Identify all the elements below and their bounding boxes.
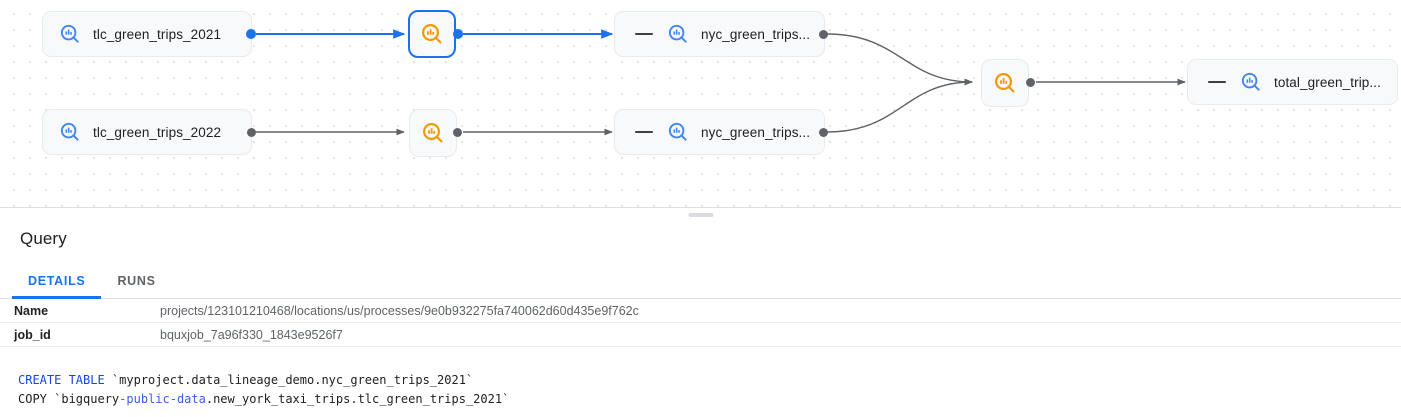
sql-keyword-create-table: CREATE TABLE	[18, 373, 105, 387]
field-key: job_id	[14, 327, 51, 342]
sql-code-block: CREATE TABLE `myproject.data_lineage_dem…	[0, 371, 1401, 409]
table-row: job_id bquxjob_7a96f330_1843e9526f7	[0, 323, 1401, 347]
bigquery-table-icon	[667, 121, 689, 143]
port-proc2-out[interactable]	[453, 128, 462, 137]
tab-details[interactable]: DETAILS	[12, 274, 102, 299]
port-nyc2-out[interactable]	[819, 128, 828, 137]
graph-node-label: nyc_green_trips...	[701, 26, 811, 42]
details-field-list: Name projects/123101210468/locations/us/…	[0, 299, 1401, 347]
drag-handle-icon[interactable]	[688, 213, 713, 217]
edge-nyc1-to-proc3	[826, 33, 973, 86]
edge-nyc2-to-proc3	[826, 78, 973, 133]
sql-line-1-rest: `myproject.data_lineage_demo.nyc_green_t…	[104, 373, 474, 387]
table-row: Name projects/123101210468/locations/us/…	[0, 299, 1401, 323]
bigquery-process-icon	[421, 121, 445, 145]
graph-node-nyc-green-trips-2[interactable]: nyc_green_trips...	[614, 109, 825, 155]
graph-node-tlc-green-trips-2021[interactable]: tlc_green_trips_2021	[42, 11, 252, 57]
bigquery-process-icon	[420, 22, 444, 46]
graph-node-label: total_green_trip...	[1274, 74, 1381, 90]
graph-node-process-1[interactable]	[408, 10, 456, 58]
sql-token-public-data: -public-data	[119, 392, 206, 406]
panel-title: Query	[20, 229, 67, 248]
tab-runs[interactable]: RUNS	[117, 274, 156, 288]
bigquery-table-icon	[1240, 71, 1262, 93]
graph-node-total-green-trips[interactable]: total_green_trip...	[1187, 59, 1398, 105]
field-key: Name	[14, 303, 49, 318]
bigquery-table-icon	[667, 23, 689, 45]
panel-tabs: DETAILS RUNS	[0, 263, 1401, 299]
bigquery-table-icon	[59, 23, 81, 45]
graph-node-label: tlc_green_trips_2022	[93, 124, 222, 140]
port-proc3-out[interactable]	[1026, 78, 1035, 87]
graph-node-process-2[interactable]	[409, 109, 457, 157]
port-tlc2022-out[interactable]	[247, 128, 256, 137]
bigquery-table-icon	[59, 121, 81, 143]
graph-node-nyc-green-trips-1[interactable]: nyc_green_trips...	[614, 11, 825, 57]
collapse-dash-icon	[1208, 81, 1226, 83]
panel-resize-splitter[interactable]	[0, 207, 1401, 217]
graph-node-process-3[interactable]	[981, 59, 1029, 107]
lineage-graph-canvas[interactable]: tlc_green_trips_2021	[0, 0, 1401, 208]
port-tlc2021-out[interactable]	[246, 29, 256, 39]
collapse-dash-icon	[635, 131, 653, 133]
lineage-edges	[256, 29, 1186, 136]
field-value: bquxjob_7a96f330_1843e9526f7	[160, 327, 343, 342]
bigquery-process-icon	[993, 71, 1017, 95]
graph-node-tlc-green-trips-2022[interactable]: tlc_green_trips_2022	[42, 109, 252, 155]
graph-node-label: tlc_green_trips_2021	[93, 26, 222, 42]
port-proc1-out[interactable]	[453, 29, 463, 39]
field-value: projects/123101210468/locations/us/proce…	[160, 303, 639, 318]
sql-line-2-b: .new_york_taxi_trips.tlc_green_trips_202…	[205, 392, 510, 406]
sql-line-2-a: COPY `bigquery	[18, 392, 120, 406]
details-panel: Query DETAILS RUNS Name projects/1231012…	[0, 217, 1401, 417]
collapse-dash-icon	[635, 33, 653, 35]
graph-node-label: nyc_green_trips...	[701, 124, 811, 140]
port-nyc1-out[interactable]	[819, 30, 828, 39]
